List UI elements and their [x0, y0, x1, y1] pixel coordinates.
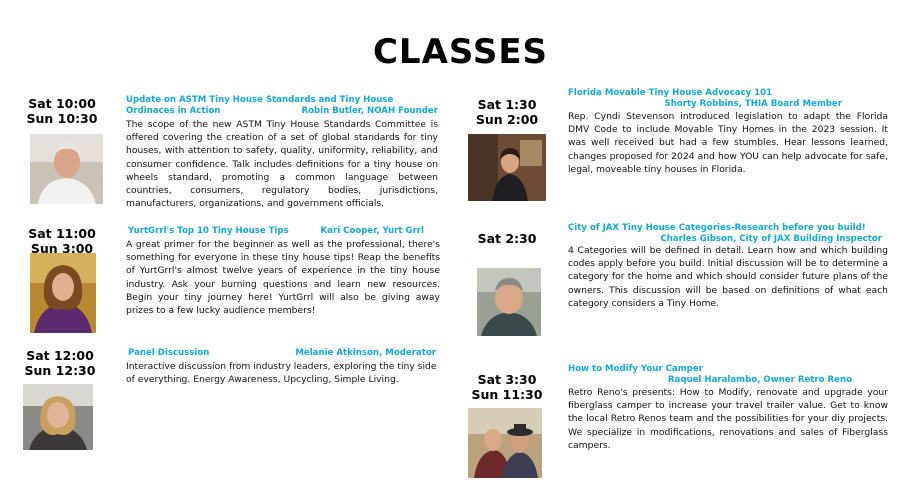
session-title: YurtGrrl's Top 10 Tiny House Tips: [128, 226, 289, 236]
session-time: Sat 1:30 Sun 2:00: [467, 97, 547, 127]
speaker-photo: [30, 134, 103, 204]
session-title: City of JAX Tiny House Categories-Resear…: [568, 223, 866, 233]
session-heading: Florida Movable Tiny House Advocacy 101 …: [568, 88, 848, 109]
session-time: Sat 2:30: [467, 231, 547, 246]
time-sunday: Sun 12:30: [24, 363, 96, 378]
time-saturday: Sat 3:30: [477, 372, 537, 387]
time-sunday: Sun 11:30: [471, 387, 543, 402]
session-title: How to Modify Your Camper: [568, 364, 703, 374]
session-heading: City of JAX Tiny House Categories-Resear…: [568, 223, 882, 244]
session-description: Retro Reno's presents: How to Modify, re…: [568, 387, 888, 451]
time-saturday: Sat 10:00: [28, 96, 96, 111]
session-title: Panel Discussion: [128, 348, 210, 358]
session-time: Sat 3:30 Sun 11:30: [467, 372, 547, 402]
time-sunday: Sun 3:00: [30, 241, 94, 256]
page-title: CLASSES: [372, 32, 549, 72]
session-heading: YurtGrrl's Top 10 Tiny House Tips Kari C…: [128, 226, 424, 237]
speaker-photo: [477, 268, 541, 336]
session-speaker: Charles Gibson, City of JAX Building Ins…: [660, 233, 882, 244]
session-time: Sat 12:00 Sun 12:30: [20, 348, 100, 378]
session-description: 4 Categories will be defined in detail. …: [568, 245, 888, 309]
session-speaker: Kari Cooper, Yurt Grrl: [320, 226, 425, 236]
session-description: The scope of the new ASTM Tiny House Sta…: [126, 119, 438, 210]
session-speaker: Shorty Robbins, THIA Board Member: [664, 98, 843, 109]
session-speaker: Raquel Haralambo, Owner Retro Reno: [667, 374, 852, 385]
time-saturday: Sat 12:00: [26, 348, 94, 363]
session-heading: How to Modify Your Camper Raquel Haralam…: [568, 364, 852, 385]
time-saturday: Sat 2:30: [477, 231, 537, 246]
time-saturday: Sat 11:00: [28, 226, 96, 241]
session-speaker: Melanie Atkinson, Moderator: [295, 348, 436, 358]
session-description: Interactive discussion from industry lea…: [126, 361, 437, 386]
session-heading: Panel Discussion Melanie Atkinson, Moder…: [128, 348, 436, 359]
time-saturday: Sat 1:30: [477, 97, 537, 112]
time-sunday: Sun 10:30: [26, 111, 98, 126]
speaker-photo: [468, 408, 542, 478]
session-description: Rep. Cyndi Stevenson introduced legislat…: [568, 111, 888, 175]
session-time: Sat 10:00 Sun 10:30: [22, 96, 102, 126]
session-heading: Update on ASTM Tiny House Standards and …: [126, 95, 438, 116]
session-time: Sat 11:00 Sun 3:00: [22, 226, 102, 256]
time-sunday: Sun 2:00: [475, 112, 539, 127]
speaker-photo: [23, 384, 93, 450]
speaker-photo: [30, 253, 96, 333]
session-title: Update on ASTM Tiny House Standards and …: [126, 95, 394, 116]
speaker-photo: [468, 134, 546, 201]
session-speaker: Robin Butler, NOAH Founder: [301, 105, 439, 116]
session-title: Florida Movable Tiny House Advocacy 101: [568, 88, 773, 98]
session-description: A great primer for the beginner as well …: [126, 239, 440, 317]
